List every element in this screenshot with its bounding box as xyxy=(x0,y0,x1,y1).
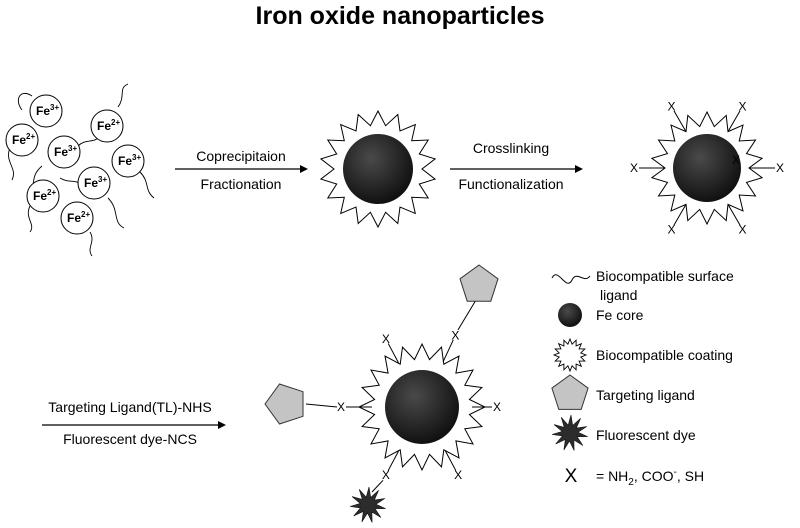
iron-ion-circle xyxy=(77,166,111,200)
fluorescent-dye-star xyxy=(350,486,386,523)
step-coprecipitation-arrow: Coprecipitaion Fractionation xyxy=(175,148,308,192)
legend-ligand-label-2: ligand xyxy=(600,287,637,303)
iron-ion-label: Fe2+ xyxy=(12,132,35,147)
functional-group-x: X xyxy=(738,100,746,114)
targeting-linker xyxy=(457,299,477,331)
step-targeting-arrow: Targeting Ligand(TL)-NHS Fluorescent dye… xyxy=(42,399,226,447)
functionalized-nanoparticle: X X X X X X X xyxy=(630,100,784,237)
iron-ion-label: Fe3+ xyxy=(118,153,141,168)
targeting-linker xyxy=(305,403,338,408)
functional-group-x: X xyxy=(454,468,462,482)
targeting-ligand-pentagon xyxy=(264,383,304,425)
legend-targeting-label: Targeting ligand xyxy=(596,387,695,403)
coated-nanoparticle xyxy=(319,109,437,229)
figure-title: Iron oxide nanoparticles xyxy=(255,2,545,30)
linker-line xyxy=(727,110,741,132)
legend-dye-star-icon xyxy=(552,414,588,451)
linker-line xyxy=(673,204,687,226)
step3-top-label: Targeting Ligand(TL)-NHS xyxy=(48,399,211,415)
functional-group-x: X xyxy=(382,468,390,482)
functional-group-x: X xyxy=(493,400,501,414)
linker-line xyxy=(387,450,399,471)
legend-ligand-label-1: Biocompatible surface xyxy=(596,268,734,284)
surface-ligand xyxy=(89,231,93,257)
functional-group-x: X xyxy=(451,328,459,342)
iron-ion-circle xyxy=(26,179,60,213)
step2-bottom-label: Functionalization xyxy=(458,176,563,192)
legend-x-symbol: X xyxy=(565,466,578,487)
legend-ligand-icon xyxy=(551,274,591,284)
legend-x-definition: = NH2, COO-, SH xyxy=(596,467,704,488)
functional-group-x: X xyxy=(738,222,746,236)
fe-core xyxy=(385,370,459,444)
iron-ion-circle xyxy=(111,144,145,178)
step3-bottom-label: Fluorescent dye-NCS xyxy=(63,431,197,447)
legend-coating-label: Biocompatible coating xyxy=(596,347,733,363)
legend: Biocompatible surface ligand Fe core Bio… xyxy=(551,268,734,488)
linker-line xyxy=(673,110,687,132)
targeting-ligand-pentagon xyxy=(459,264,499,302)
legend-coating-icon xyxy=(552,337,588,373)
step1-top-label: Coprecipitaion xyxy=(196,148,286,164)
functional-group-x: X xyxy=(667,222,675,236)
iron-ion-circle xyxy=(90,109,124,143)
step-crosslinking-arrow: Crosslinking Functionalization xyxy=(450,140,583,192)
iron-ion-label: Fe2+ xyxy=(33,188,56,203)
legend-core-icon xyxy=(558,303,582,327)
surface-ligand xyxy=(139,171,155,199)
functional-group-x: X xyxy=(776,161,784,175)
legend-targeting-pentagon-icon xyxy=(551,374,589,410)
iron-ion-precursors: Fe3+Fe2+Fe2+Fe3+Fe3+Fe3+Fe2+Fe2+ xyxy=(5,83,155,257)
legend-core-label: Fe core xyxy=(596,307,644,323)
functional-group-x: X xyxy=(337,400,345,414)
linker-line xyxy=(442,339,454,362)
surface-ligand xyxy=(18,92,33,111)
iron-ion-label: Fe2+ xyxy=(97,118,120,133)
linker-line xyxy=(387,343,399,364)
iron-ion-circle xyxy=(47,135,81,169)
iron-ion-label: Fe2+ xyxy=(67,210,90,225)
functional-group-x: X xyxy=(382,332,390,346)
fe-core xyxy=(343,134,413,204)
fe-core xyxy=(673,134,741,202)
targeted-nanoparticle: X X X X X X xyxy=(264,264,501,523)
iron-ion-label: Fe3+ xyxy=(84,175,107,190)
iron-ion-circle xyxy=(29,94,63,128)
functional-group-x: X xyxy=(667,100,675,114)
iron-ion-label: Fe3+ xyxy=(36,103,59,118)
functional-group-x: X xyxy=(732,153,740,167)
step2-top-label: Crosslinking xyxy=(473,140,549,156)
surface-ligand xyxy=(107,197,125,229)
dye-linker xyxy=(371,479,384,493)
step1-bottom-label: Fractionation xyxy=(201,176,282,192)
surface-ligand xyxy=(27,205,33,233)
iron-ion-label: Fe3+ xyxy=(54,144,77,159)
surface-ligand xyxy=(117,83,129,108)
iron-ion-circle xyxy=(60,201,94,235)
linker-line xyxy=(445,450,457,471)
functional-group-x: X xyxy=(630,161,638,175)
legend-dye-label: Fluorescent dye xyxy=(596,427,696,443)
surface-ligand xyxy=(8,147,14,181)
linker-line xyxy=(727,204,741,226)
iron-ion-circle xyxy=(5,123,39,157)
